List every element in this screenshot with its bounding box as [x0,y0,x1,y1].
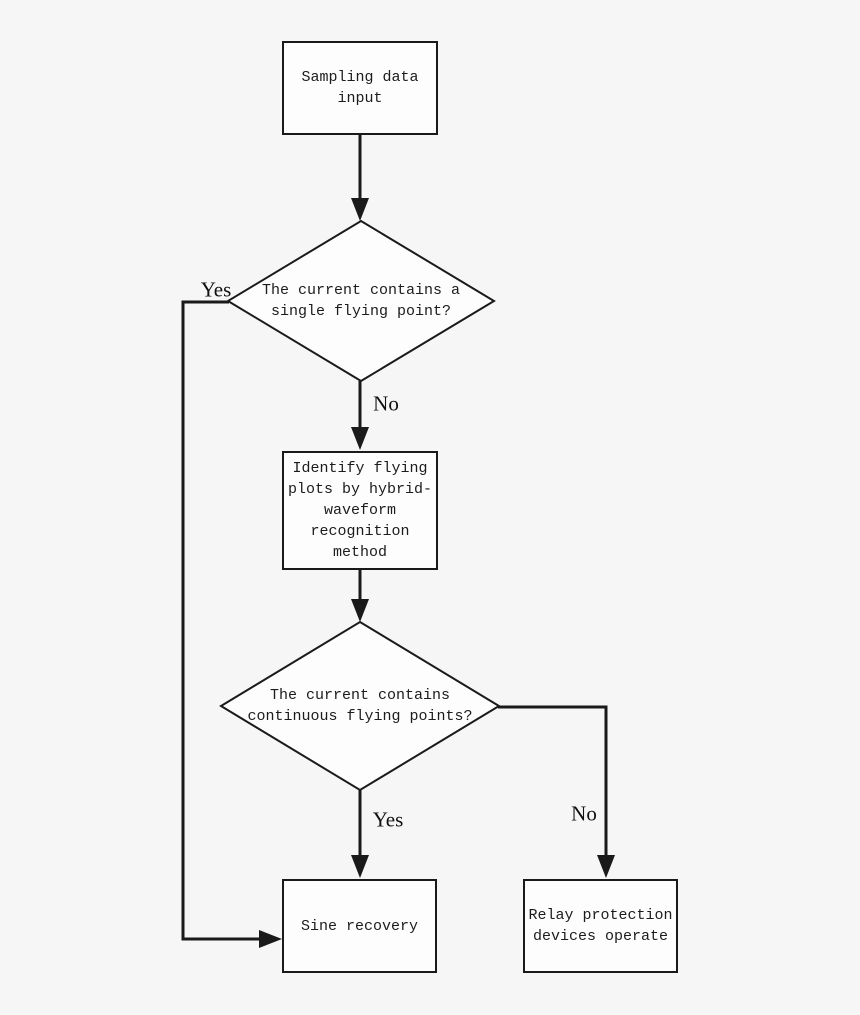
node-identify-flying-plots: Identify flying plots by hybrid- wavefor… [282,451,438,570]
arrowhead-down-icon [597,855,615,878]
edge-label-no-down: No [373,391,399,416]
node-sine-recovery: Sine recovery [282,879,437,973]
arrowhead-right-icon [259,930,282,948]
decision2-label: The current contains continuous flying p… [247,687,473,725]
edge-label-yes-left: Yes [200,277,232,302]
node-label: Sine recovery [300,917,419,935]
arrowhead-down-icon [351,599,369,622]
node-relay-protection: Relay protection devices operate [523,879,678,973]
node-decision-continuous-flying-points [219,620,501,792]
arrowhead-down-icon [351,198,369,221]
node-label: Sampling data input [301,69,419,107]
node-label: Relay protection devices operate [528,907,673,945]
edge-label-yes-down: Yes [372,807,404,832]
edge-decision2-relay [498,705,615,878]
edge-start-decision1 [351,135,369,221]
edge-decision2-sine [351,790,369,878]
node-decision-single-flying-point [226,219,496,383]
node-sampling-data-input: Sampling data input [282,41,438,135]
node-label: Identify flying plots by hybrid- wavefor… [287,460,433,561]
edge-process-decision2 [351,570,369,622]
decision1-label: The current contains a single flying poi… [261,282,461,320]
edge-decision1-process [351,381,369,450]
edge-label-no-right: No [571,801,597,826]
arrowhead-down-icon [351,855,369,878]
arrowhead-down-icon [351,427,369,450]
edge-decision1-sine [181,300,282,948]
